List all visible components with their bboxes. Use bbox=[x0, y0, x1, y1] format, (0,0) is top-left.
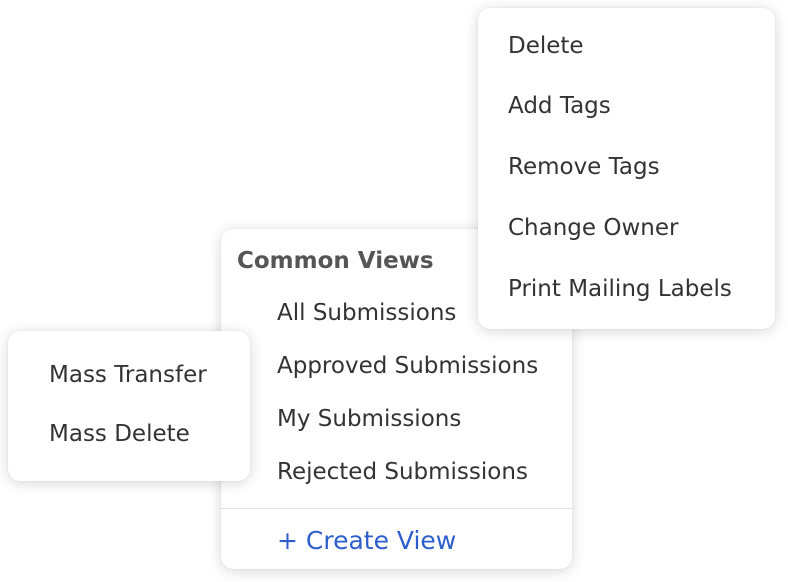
mass-item-delete[interactable]: Mass Delete bbox=[49, 421, 190, 447]
actions-dropdown: Delete Add Tags Remove Tags Change Owner… bbox=[478, 8, 775, 329]
action-item-change-owner[interactable]: Change Owner bbox=[508, 215, 679, 241]
action-item-add-tags[interactable]: Add Tags bbox=[508, 93, 611, 119]
action-item-print-mailing-labels[interactable]: Print Mailing Labels bbox=[508, 276, 732, 302]
action-item-delete[interactable]: Delete bbox=[508, 33, 584, 59]
views-divider bbox=[221, 508, 572, 509]
mass-item-transfer[interactable]: Mass Transfer bbox=[49, 362, 207, 388]
create-view-link[interactable]: + Create View bbox=[277, 526, 457, 555]
view-item-approved-submissions[interactable]: Approved Submissions bbox=[277, 353, 539, 379]
view-item-all-submissions[interactable]: All Submissions bbox=[277, 300, 457, 326]
view-item-rejected-submissions[interactable]: Rejected Submissions bbox=[277, 459, 528, 485]
mass-actions-dropdown: Mass Transfer Mass Delete bbox=[8, 331, 250, 481]
view-item-my-submissions[interactable]: My Submissions bbox=[277, 406, 462, 432]
views-section-heading: Common Views bbox=[237, 248, 434, 274]
action-item-remove-tags[interactable]: Remove Tags bbox=[508, 154, 660, 180]
